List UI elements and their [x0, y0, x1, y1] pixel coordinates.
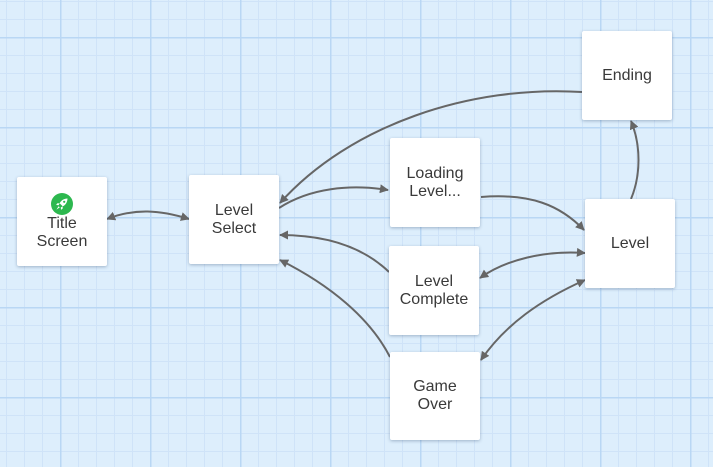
- node-label: Title Screen: [36, 214, 88, 250]
- node-label: Game Over: [413, 378, 457, 413]
- node-level[interactable]: Level: [585, 199, 675, 288]
- node-label: Level Select: [211, 201, 257, 237]
- connector-level-complete-to-level-select[interactable]: [279, 230, 390, 273]
- connector-level-to-game-over[interactable]: [480, 279, 586, 361]
- node-level-complete[interactable]: Level Complete: [389, 246, 479, 335]
- node-label: Level Complete: [399, 272, 469, 308]
- connector-loading-level-to-level[interactable]: [480, 195, 585, 231]
- connector-game-over-to-level-select[interactable]: [279, 259, 391, 358]
- node-title-screen[interactable]: Title Screen: [17, 177, 107, 266]
- connector-level-select-to-loading-level[interactable]: [278, 184, 389, 209]
- node-game-over[interactable]: Game Over: [390, 352, 480, 440]
- rocket-icon: [51, 192, 73, 215]
- node-level-select[interactable]: Level Select: [189, 175, 279, 264]
- connector-level-to-ending[interactable]: [629, 120, 640, 200]
- node-label: Ending: [602, 66, 652, 84]
- connector-ending-to-level-select[interactable]: [279, 90, 583, 204]
- node-loading-level[interactable]: Loading Level...: [390, 138, 480, 227]
- node-label: Loading Level...: [406, 164, 464, 200]
- connector-title-screen-to-level-select[interactable]: [106, 210, 190, 221]
- node-ending[interactable]: Ending: [582, 31, 672, 120]
- connector-level-to-level-complete[interactable]: [479, 247, 586, 279]
- node-label: Level: [610, 234, 650, 252]
